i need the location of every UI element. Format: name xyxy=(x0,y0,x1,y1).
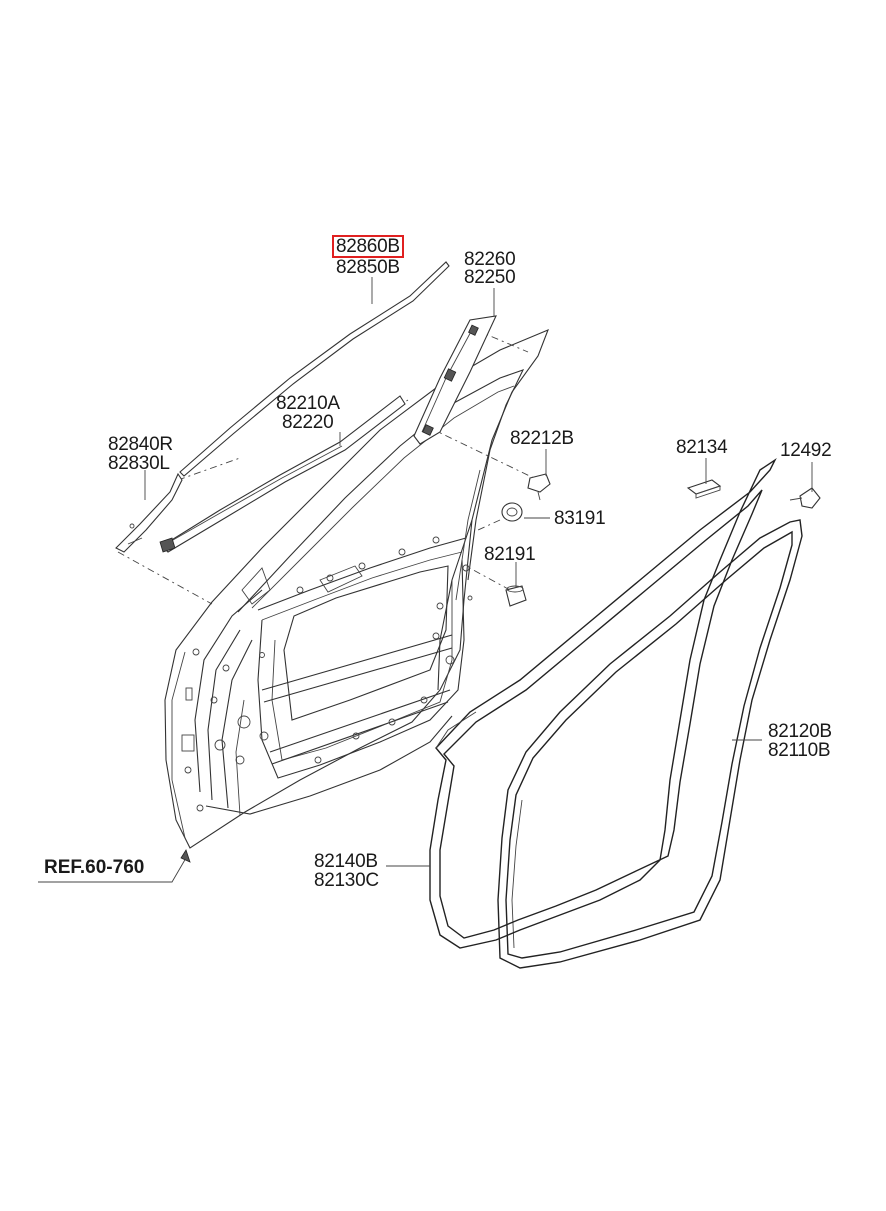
door-panel xyxy=(164,328,549,849)
part-label-82110B[interactable]: 82110B xyxy=(768,740,831,761)
part-label-82120B[interactable]: 82120B xyxy=(768,721,832,742)
body-weatherstrip-82140B xyxy=(429,457,777,949)
pillar-garnish-82260 xyxy=(413,315,497,445)
part-label-82260[interactable]: 82260 xyxy=(464,249,516,270)
part-label-82850B[interactable]: 82850B xyxy=(336,257,400,278)
part-label-83191[interactable]: 83191 xyxy=(554,508,606,529)
top-moulding-82860B xyxy=(179,261,450,477)
reference-lines xyxy=(117,329,539,605)
belt-weatherstrip-82210A xyxy=(159,395,406,553)
clip-12492 xyxy=(789,487,821,509)
grommet-83191 xyxy=(501,502,523,522)
part-label-12492[interactable]: 12492 xyxy=(780,440,832,461)
door-weatherstrip-82120B xyxy=(497,519,803,969)
reference-label[interactable]: REF.60-760 xyxy=(44,857,145,878)
part-label-82130C[interactable]: 82130C xyxy=(314,870,379,891)
part-label-82134[interactable]: 82134 xyxy=(676,437,728,458)
part-label-82191[interactable]: 82191 xyxy=(484,544,536,565)
part-label-82212B[interactable]: 82212B xyxy=(510,428,574,449)
corner-garnish-82840R xyxy=(115,472,183,553)
part-label-82860B[interactable]: 82860B xyxy=(332,235,404,258)
part-label-82210A[interactable]: 82210A xyxy=(276,393,340,414)
part-label-82840R[interactable]: 82840R xyxy=(108,434,173,455)
part-label-82220[interactable]: 82220 xyxy=(282,412,334,433)
door-holes xyxy=(181,536,473,812)
plug-82191 xyxy=(505,585,527,607)
part-label-82830L[interactable]: 82830L xyxy=(108,453,170,474)
part-label-82250[interactable]: 82250 xyxy=(464,267,516,288)
leader-lines xyxy=(38,277,813,883)
tape-82134 xyxy=(686,479,722,499)
part-label-82140B[interactable]: 82140B xyxy=(314,851,378,872)
clip-82212B xyxy=(527,473,551,501)
